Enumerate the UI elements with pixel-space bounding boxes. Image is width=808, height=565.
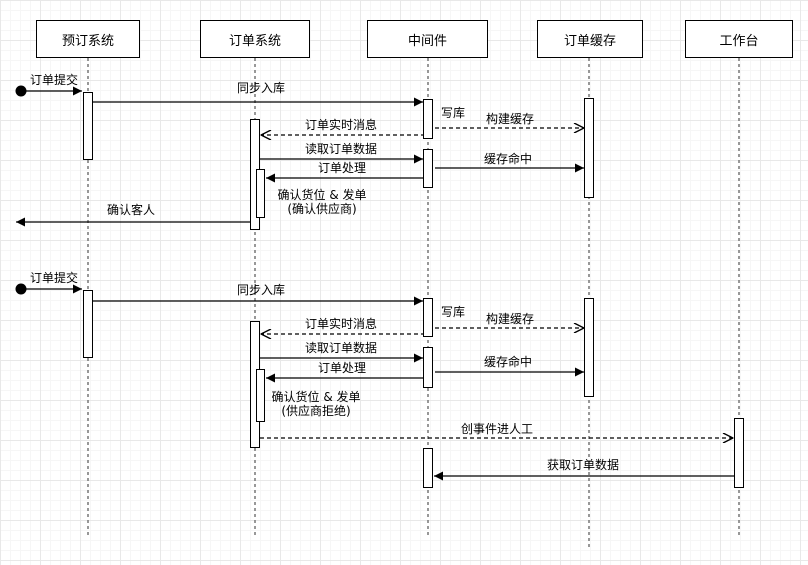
message-label-cache-hit-1[interactable]: 缓存命中 [483, 152, 533, 166]
message-label-fetch-order[interactable]: 获取订单数据 [546, 458, 620, 472]
initial-node-1[interactable] [15, 85, 27, 97]
message-label-realtime-msg-2[interactable]: 订单实时消息 [304, 317, 378, 331]
activation-order-nested-1[interactable] [256, 169, 265, 218]
activation-workbench-1[interactable] [734, 418, 744, 488]
message-label-order-submit-2[interactable]: 订单提交 [29, 271, 79, 285]
activation-booking-2[interactable] [83, 290, 93, 358]
message-label-confirm-1-line2[interactable]: (确认供应商) [287, 202, 357, 216]
actor-workbench-label: 工作台 [719, 33, 759, 49]
message-label-build-cache-2[interactable]: 构建缓存 [485, 312, 535, 326]
message-label-write-db-1[interactable]: 写库 [440, 106, 466, 120]
activation-middleware-4[interactable] [423, 347, 433, 388]
actor-middleware-label: 中间件 [407, 33, 447, 49]
message-label-realtime-msg-1[interactable]: 订单实时消息 [304, 118, 378, 132]
activation-middleware-5[interactable] [423, 448, 433, 488]
message-label-create-event[interactable]: 创事件进人工 [460, 422, 534, 436]
actor-middleware[interactable]: 中间件 [367, 20, 488, 58]
message-label-confirm-2-line1[interactable]: 确认货位 & 发单 [271, 390, 361, 404]
activation-middleware-1[interactable] [423, 99, 433, 139]
message-label-confirm-guest[interactable]: 确认客人 [106, 203, 156, 217]
activation-cache-2[interactable] [584, 298, 594, 397]
actor-booking-system-label: 预订系统 [61, 33, 114, 49]
activation-cache-1[interactable] [584, 98, 594, 198]
actor-booking-system[interactable]: 预订系统 [36, 20, 140, 58]
message-label-cache-hit-2[interactable]: 缓存命中 [483, 355, 533, 369]
message-label-build-cache-1[interactable]: 构建缓存 [485, 112, 535, 126]
activation-booking-1[interactable] [83, 92, 93, 160]
activation-middleware-2[interactable] [423, 149, 433, 188]
actor-workbench[interactable]: 工作台 [685, 20, 793, 58]
message-label-process-order-2[interactable]: 订单处理 [317, 361, 367, 375]
message-label-process-order-1[interactable]: 订单处理 [317, 161, 367, 175]
message-label-confirm-1-line1[interactable]: 确认货位 & 发单 [277, 188, 367, 202]
actor-order-cache[interactable]: 订单缓存 [537, 20, 643, 58]
message-label-read-order-1[interactable]: 读取订单数据 [304, 142, 378, 156]
message-label-sync-in-1[interactable]: 同步入库 [236, 81, 286, 95]
activation-order-nested-2[interactable] [256, 369, 265, 422]
message-label-order-submit-1[interactable]: 订单提交 [29, 73, 79, 87]
message-label-sync-in-2[interactable]: 同步入库 [236, 283, 286, 297]
actor-order-system-label: 订单系统 [228, 33, 281, 49]
message-label-confirm-2-line2[interactable]: (供应商拒绝) [281, 404, 351, 418]
actor-order-cache-label: 订单缓存 [563, 33, 616, 49]
message-label-read-order-2[interactable]: 读取订单数据 [304, 341, 378, 355]
actor-order-system[interactable]: 订单系统 [200, 20, 310, 58]
message-label-write-db-2[interactable]: 写库 [440, 305, 466, 319]
activation-middleware-3[interactable] [423, 298, 433, 337]
initial-node-2[interactable] [15, 283, 27, 295]
